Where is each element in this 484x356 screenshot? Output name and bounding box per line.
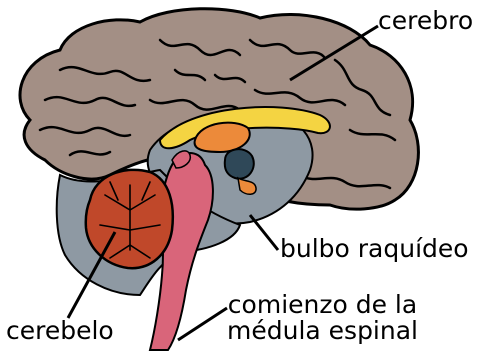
leader-line-medula: [177, 306, 228, 342]
leader-line-cerebelo: [66, 231, 117, 319]
leader-line-cerebro: [289, 24, 379, 82]
label-medula-line2: médula espinal: [227, 316, 418, 345]
thalamus: [193, 121, 251, 154]
leader-line-bulbo: [248, 214, 280, 251]
ventricle: [223, 148, 255, 180]
label-medula-line1: comienzo de la: [227, 290, 418, 319]
midbrain-branch: [171, 150, 192, 169]
label-medula-espinal: comienzo de la médula espinal: [227, 292, 418, 344]
cerebellum-folds: [99, 181, 161, 259]
label-cerebelo: cerebelo: [6, 316, 114, 345]
label-cerebro: cerebro: [378, 6, 474, 35]
hypothalamus: [237, 176, 257, 195]
cortex-folds: [38, 38, 397, 190]
label-bulbo-raquideo: bulbo raquídeo: [280, 234, 469, 263]
cerebral-cortex: [18, 7, 420, 211]
